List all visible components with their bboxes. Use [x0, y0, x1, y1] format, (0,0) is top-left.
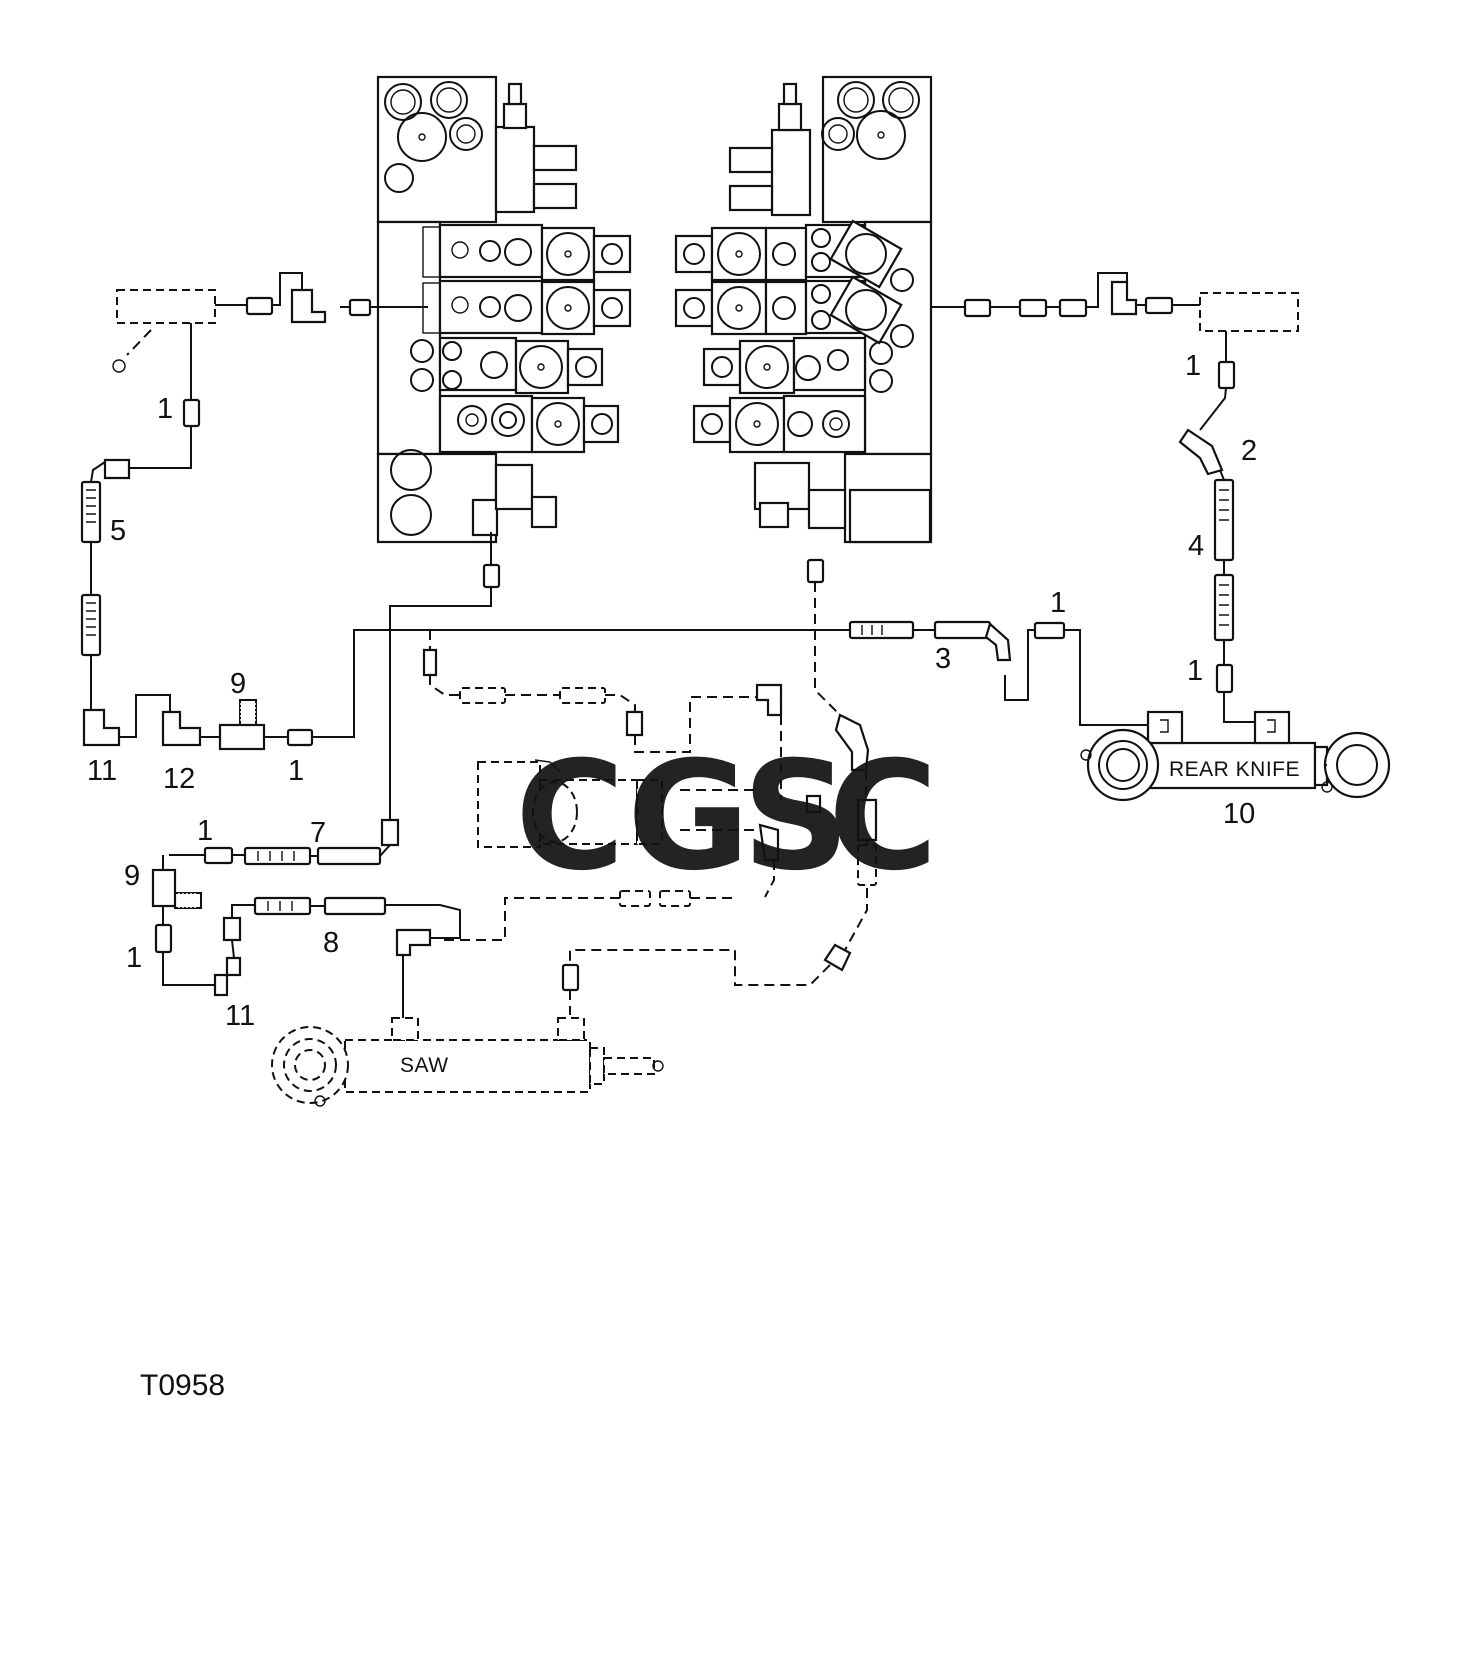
callout-1-hose7: 1 — [197, 815, 213, 847]
callout-9-lower: 9 — [124, 860, 140, 892]
hose-assemblies — [80, 461, 1235, 916]
callout-3: 3 — [935, 643, 951, 675]
fittings — [82, 280, 1236, 997]
callout-2: 2 — [1241, 435, 1257, 467]
hydraulic-lines — [90, 272, 1255, 1018]
callout-1-rear-knife: 1 — [1187, 655, 1203, 687]
watermark-letter-c1: C — [515, 730, 625, 904]
callout-1-upper-right: 1 — [1185, 350, 1201, 382]
rear-knife-cylinder: REAR KNIFE — [1080, 710, 1391, 802]
callout-11-upper: 11 — [87, 755, 117, 787]
left-valve-block — [376, 75, 632, 544]
left-manifold-fitting — [112, 359, 126, 373]
hidden-lines — [126, 329, 868, 1015]
callout-1-tee-upper: 1 — [288, 755, 304, 787]
right-valve-block — [674, 75, 933, 544]
saw-cylinder: SAW — [271, 1017, 664, 1107]
callout-10: 10 — [1223, 798, 1255, 830]
callout-4: 4 — [1188, 530, 1204, 562]
figure-code: T0958 — [140, 1369, 225, 1402]
callout-9-upper: 9 — [230, 668, 246, 700]
saw-label: SAW — [400, 1054, 449, 1077]
hidden-cylinder — [477, 759, 663, 848]
callout-5: 5 — [110, 515, 126, 547]
tee-blocks — [151, 699, 266, 909]
right-manifold — [1199, 292, 1299, 332]
callout-12: 12 — [163, 763, 195, 795]
left-manifold — [116, 289, 216, 324]
watermark: C G S C — [515, 730, 938, 904]
callout-1-hose3: 1 — [1050, 587, 1066, 619]
callouts: 1 2 4 1 1 3 10 1 5 9 11 12 1 1 7 9 1 8 1… — [87, 350, 1257, 1032]
callout-7: 7 — [310, 817, 326, 849]
callout-11-lower: 11 — [225, 1000, 255, 1032]
rear-knife-label: REAR KNIFE — [1169, 758, 1300, 781]
callout-1-left-manifold: 1 — [157, 393, 173, 425]
callout-8: 8 — [323, 927, 339, 959]
watermark-letter-g: G — [627, 730, 750, 904]
watermark-letter-s: S — [742, 730, 850, 904]
watermark-letter-c2: C — [828, 730, 938, 904]
callout-1-tee-lower: 1 — [126, 942, 142, 974]
